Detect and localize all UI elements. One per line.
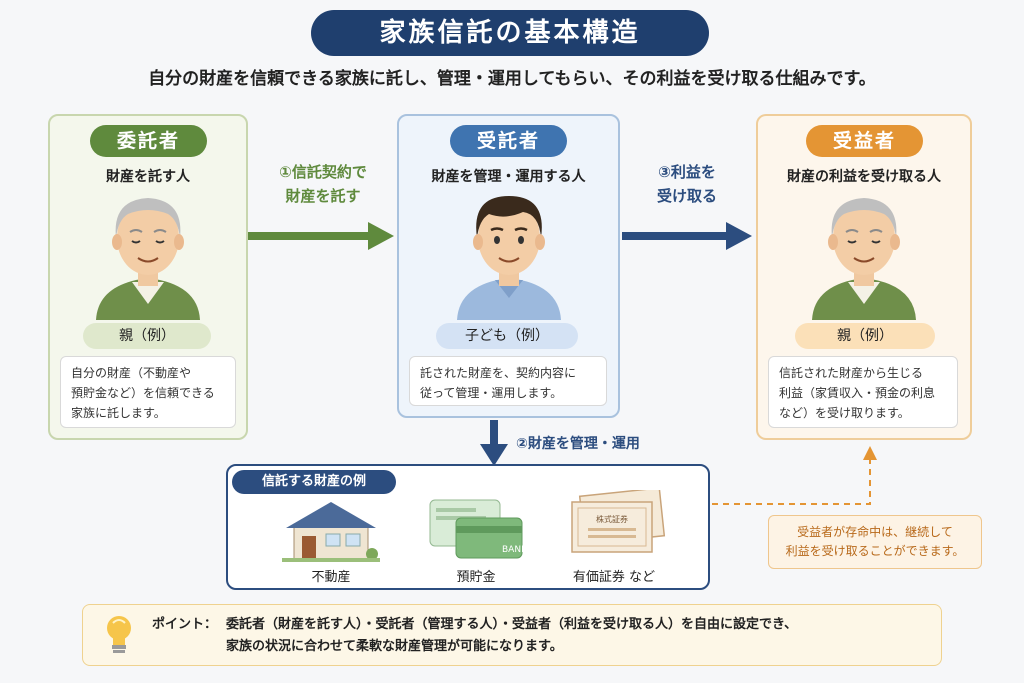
beneficiary-note: 信託された財産から生じる 利益（家賃収入・預金の利息 など）を受け取ります。 bbox=[768, 356, 958, 428]
asset-real-estate-label: 不動産 bbox=[311, 570, 351, 585]
settlor-note: 自分の財産（不動産や 預貯金など）を信頼できる 家族に託します。 bbox=[60, 356, 236, 428]
securities-certificate-icon: 株式証券 bbox=[571, 490, 666, 553]
page-title: 家族信託の基本構造 bbox=[311, 10, 709, 56]
bankbook-card-icon: BANK bbox=[429, 499, 526, 559]
point-label: ポイント： bbox=[152, 617, 218, 632]
step1-label-line: 財産を託す bbox=[285, 187, 361, 205]
settlor-note-line: 家族に託します。 bbox=[71, 406, 166, 420]
beneficiary-continuation-note: 受益者が存命中は、継続して 利益を受け取ることができます。 bbox=[768, 515, 982, 569]
beneficiary-role-badge: 受益者 bbox=[806, 125, 923, 157]
step1-label-line: ①信託契約で bbox=[279, 163, 367, 181]
settlor-role-badge: 委託者 bbox=[90, 125, 207, 157]
dashed-connector-arrow-icon bbox=[712, 446, 877, 505]
step3-arrow-icon bbox=[622, 222, 752, 250]
elderly-man-avatar-icon bbox=[812, 198, 916, 320]
younger-man-avatar-icon bbox=[457, 196, 561, 320]
lightbulb-icon bbox=[107, 616, 131, 653]
step1-arrow-icon bbox=[248, 222, 394, 250]
trustee-note: 託された財産を、契約内容に 従って管理・運用します。 bbox=[409, 356, 607, 406]
step3-label-line: 受け取る bbox=[656, 187, 717, 205]
trustee-note-line: 従って管理・運用します。 bbox=[420, 386, 563, 400]
trustee-role-badge: 受託者 bbox=[450, 125, 567, 157]
point-line-2: 家族の状況に合わせて柔軟な財産管理が可能になります。 bbox=[226, 639, 563, 654]
beneficiary-description: 財産の利益を受け取る人 bbox=[787, 169, 941, 185]
trustee-description: 財産を管理・運用する人 bbox=[431, 169, 586, 185]
house-icon bbox=[282, 502, 380, 562]
bank-card-text: BANK bbox=[502, 545, 526, 555]
step2-label: ②財産を管理・運用 bbox=[516, 436, 640, 452]
beneficiary-note-line: 利益（家賃収入・預金の利息 bbox=[779, 386, 936, 400]
point-line-1: 委託者（財産を託す人）・受託者（管理する人）・受益者（利益を受け取る人）を自由に… bbox=[226, 617, 798, 632]
assets-title: 信託する財産の例 bbox=[232, 470, 396, 494]
certificate-text: 株式証券 bbox=[596, 514, 628, 524]
settlor-note-line: 自分の財産（不動産や bbox=[71, 366, 192, 380]
trustee-example-badge: 子ども（例） bbox=[436, 323, 578, 349]
asset-securities-label: 有価証券 など bbox=[572, 570, 656, 585]
page-subtitle: 自分の財産を信頼できる家族に託し、管理・運用してもらい、その利益を受け取る仕組み… bbox=[148, 69, 876, 89]
beneficiary-continuation-line: 受益者が存命中は、継続して bbox=[797, 525, 953, 539]
settlor-description: 財産を託す人 bbox=[106, 169, 190, 185]
point-box bbox=[82, 604, 942, 666]
trustee-note-line: 託された財産を、契約内容に bbox=[420, 366, 577, 380]
asset-deposit-label: 預貯金 bbox=[456, 570, 496, 585]
step3-label-line: ③利益を bbox=[658, 163, 716, 181]
step1-label: ①信託契約で 財産を託す bbox=[250, 160, 396, 208]
beneficiary-note-line: 信託された財産から生じる bbox=[779, 366, 924, 380]
beneficiary-example-badge: 親（例） bbox=[795, 323, 935, 349]
elderly-man-avatar-icon bbox=[96, 198, 200, 320]
settlor-example-badge: 親（例） bbox=[83, 323, 211, 349]
step3-label: ③利益を 受け取る bbox=[622, 160, 752, 208]
beneficiary-continuation-line: 利益を受け取ることができます。 bbox=[785, 544, 965, 558]
beneficiary-note-line: など）を受け取ります。 bbox=[779, 406, 910, 420]
step2-arrow-icon bbox=[480, 420, 508, 466]
settlor-note-line: 預貯金など）を信頼できる bbox=[71, 386, 215, 400]
